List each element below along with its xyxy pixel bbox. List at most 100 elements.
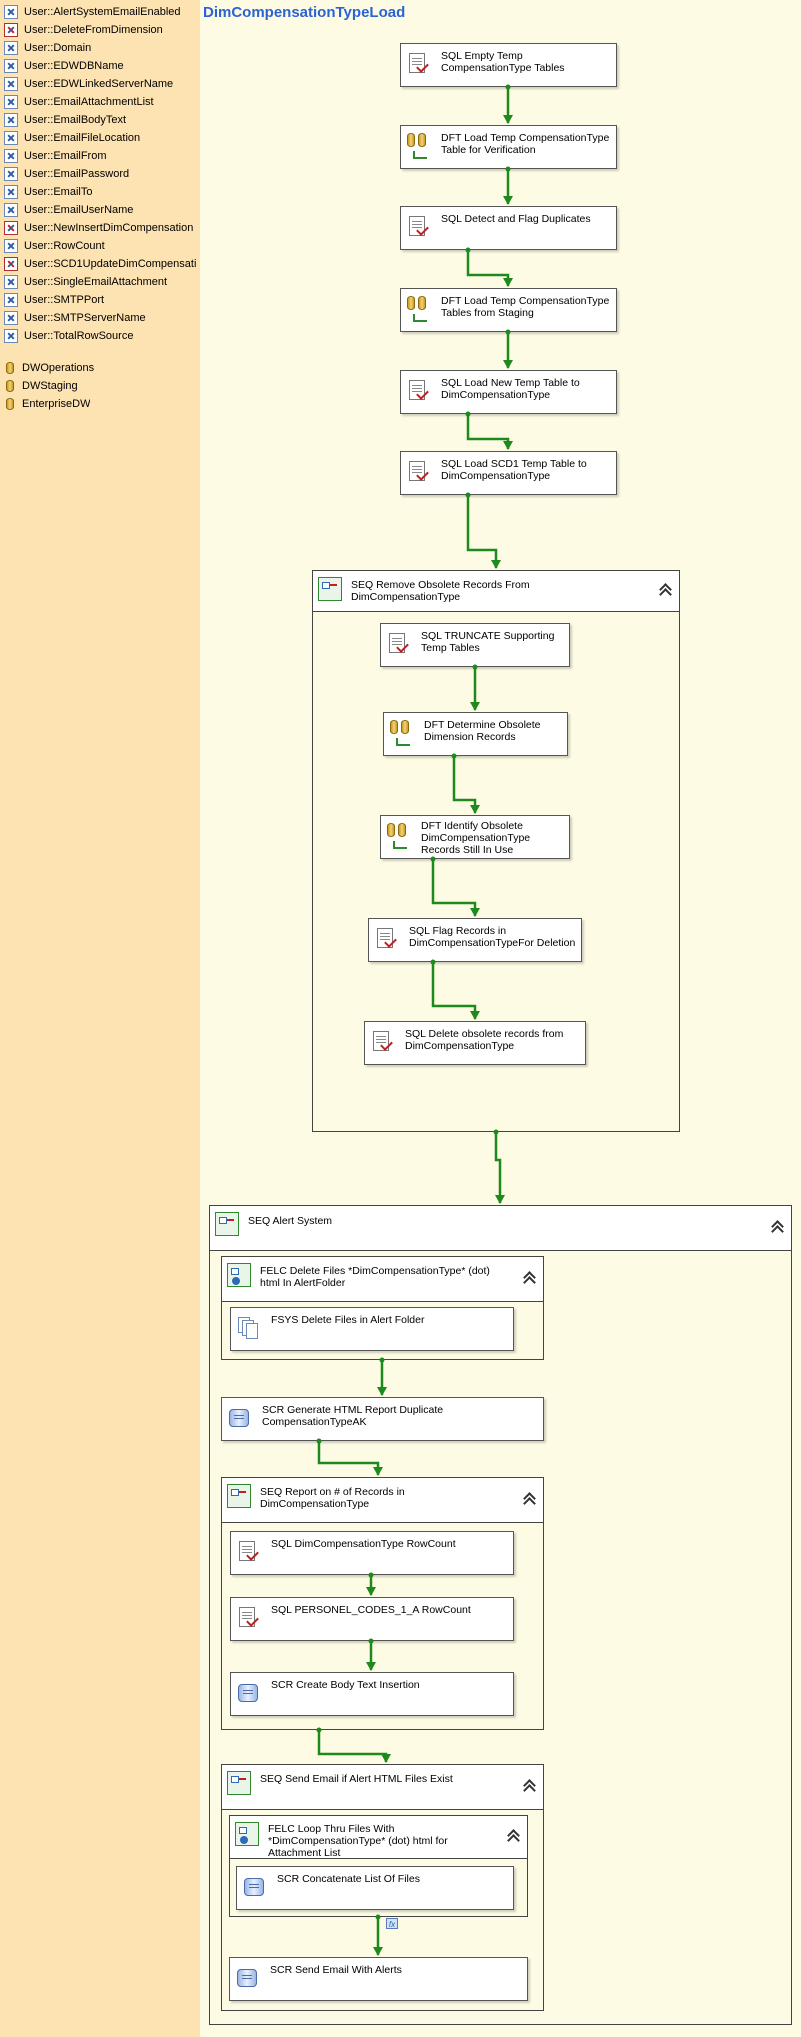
task-r1[interactable]: SQL TRUNCATE Supporting Temp Tables xyxy=(380,623,570,667)
variable-item[interactable]: User::RowCount xyxy=(4,237,105,255)
precedence-arrow[interactable] xyxy=(466,414,510,449)
sql-task-icon xyxy=(407,378,431,404)
variable-label: User::Domain xyxy=(24,42,92,54)
task-t6[interactable]: SQL Load SCD1 Temp Table to DimCompensat… xyxy=(400,451,617,495)
task-r5[interactable]: SQL Delete obsolete records from DimComp… xyxy=(364,1021,586,1065)
seq-remove-obsolete-label: SEQ Remove Obsolete Records From DimComp… xyxy=(351,579,530,603)
collapse-icon[interactable] xyxy=(521,1492,537,1508)
package-title: DimCompensationTypeLoad xyxy=(203,4,406,21)
precedence-arrow[interactable] xyxy=(466,495,498,568)
variable-label: User::EmailTo xyxy=(24,186,93,198)
script-icon xyxy=(236,1965,260,1991)
collapse-icon[interactable] xyxy=(657,583,673,599)
variable-label: User::NewInsertDimCompensation xyxy=(24,222,194,234)
task-r2[interactable]: DFT Determine Obsolete Dimension Records xyxy=(383,712,568,756)
connection-item[interactable]: DWOperations xyxy=(4,359,94,377)
variable-item[interactable]: User::EmailFileLocation xyxy=(4,129,140,147)
task-t1[interactable]: SQL Empty Temp CompensationType Tables xyxy=(400,43,617,87)
task-t2[interactable]: DFT Load Temp CompensationType Table for… xyxy=(400,125,617,169)
precedence-arrow[interactable] xyxy=(494,1132,502,1203)
arrowhead xyxy=(503,441,513,450)
variable-item[interactable]: User::SMTPServerName xyxy=(4,309,146,327)
sequence-icon xyxy=(227,1771,251,1795)
variable-icon xyxy=(4,149,18,163)
variable-icon xyxy=(4,275,18,289)
collapse-icon[interactable] xyxy=(769,1220,785,1236)
task-a6[interactable]: SCR Concatenate List Of Files xyxy=(236,1866,514,1910)
task-r3[interactable]: DFT Identify Obsolete DimCompensationTyp… xyxy=(380,815,570,859)
task-label: SQL TRUNCATE Supporting Temp Tables xyxy=(421,630,555,654)
task-label: SCR Create Body Text Insertion xyxy=(271,1679,420,1691)
variable-icon xyxy=(4,95,18,109)
collapse-icon[interactable] xyxy=(521,1779,537,1795)
variable-label: User::EmailUserName xyxy=(24,204,134,216)
variable-label: User::SMTPPort xyxy=(24,294,105,306)
variable-item[interactable]: User::EmailUserName xyxy=(4,201,133,219)
variable-item[interactable]: User::EmailTo xyxy=(4,183,92,201)
variable-item[interactable]: User::DeleteFromDimension xyxy=(4,21,163,39)
variable-item[interactable]: User::EmailFrom xyxy=(4,147,107,165)
task-t3[interactable]: SQL Detect and Flag Duplicates xyxy=(400,206,617,250)
variable-item[interactable]: User::SMTPPort xyxy=(4,291,104,309)
seq-alert-system-header[interactable]: SEQ Alert System xyxy=(210,1206,791,1251)
task-label: SQL PERSONEL_CODES_1_A RowCount xyxy=(271,1604,471,1616)
variable-icon xyxy=(4,293,18,307)
variable-label: User::EDWLinkedServerName xyxy=(24,78,174,90)
task-a1[interactable]: FSYS Delete Files in Alert Folder xyxy=(230,1307,514,1351)
seq-send-email-label: SEQ Send Email if Alert HTML Files Exist xyxy=(260,1773,453,1785)
variable-icon xyxy=(4,77,18,91)
script-icon xyxy=(237,1680,261,1706)
variable-item[interactable]: User::AlertSystemEmailEnabled xyxy=(4,3,181,21)
sequence-icon xyxy=(215,1212,239,1236)
variable-icon xyxy=(4,41,18,55)
arrowhead xyxy=(495,1195,505,1204)
variable-label: User::EmailFrom xyxy=(24,150,107,162)
variable-item[interactable]: User::Domain xyxy=(4,39,91,57)
variable-warning-icon xyxy=(4,221,18,235)
variable-item[interactable]: User::TotalRowSource xyxy=(4,327,133,345)
task-a5[interactable]: SCR Create Body Text Insertion xyxy=(230,1672,514,1716)
precedence-arrow[interactable] xyxy=(466,250,510,286)
variable-label: User::DeleteFromDimension xyxy=(24,24,163,36)
seq-alert-system-label: SEQ Alert System xyxy=(248,1215,333,1227)
felc-delete-files-header[interactable]: FELC Delete Files *DimCompensationType* … xyxy=(222,1257,543,1302)
data-flow-icon xyxy=(387,823,411,849)
collapse-icon[interactable] xyxy=(505,1829,521,1845)
variable-item[interactable]: User::SCD1UpdateDimCompensati xyxy=(4,255,196,273)
connection-item[interactable]: DWStaging xyxy=(4,377,78,395)
arrowhead xyxy=(491,560,501,569)
task-t4[interactable]: DFT Load Temp CompensationType Tables fr… xyxy=(400,288,617,332)
variable-icon xyxy=(4,5,18,19)
variable-item[interactable]: User::EmailPassword xyxy=(4,165,129,183)
variable-label: User::AlertSystemEmailEnabled xyxy=(24,6,181,18)
variable-icon xyxy=(4,113,18,127)
variable-item[interactable]: User::EDWDBName xyxy=(4,57,124,75)
variable-item[interactable]: User::NewInsertDimCompensation xyxy=(4,219,193,237)
felc-loop-files-header[interactable]: FELC Loop Thru Files With *DimCompensati… xyxy=(230,1816,527,1859)
file-system-icon xyxy=(237,1315,261,1341)
variable-label: User::EmailFileLocation xyxy=(24,132,141,144)
expression-badge: fx xyxy=(386,1918,398,1929)
variable-label: User::EmailAttachmentList xyxy=(24,96,154,108)
seq-send-email-header[interactable]: SEQ Send Email if Alert HTML Files Exist xyxy=(222,1765,543,1810)
sql-task-icon xyxy=(407,459,431,485)
task-a3[interactable]: SQL DimCompensationType RowCount xyxy=(230,1531,514,1575)
task-r4[interactable]: SQL Flag Records in DimCompensationTypeF… xyxy=(368,918,582,962)
task-label: SCR Concatenate List Of Files xyxy=(277,1873,420,1885)
task-label: SQL Detect and Flag Duplicates xyxy=(441,213,591,225)
task-a7[interactable]: SCR Send Email With Alerts xyxy=(229,1957,528,2001)
variable-item[interactable]: User::EDWLinkedServerName xyxy=(4,75,173,93)
script-icon xyxy=(243,1874,267,1900)
arrowhead xyxy=(503,360,513,369)
variable-item[interactable]: User::EmailBodyText xyxy=(4,111,126,129)
variable-item[interactable]: User::SingleEmailAttachment xyxy=(4,273,167,291)
collapse-icon[interactable] xyxy=(521,1271,537,1287)
task-t5[interactable]: SQL Load New Temp Table to DimCompensati… xyxy=(400,370,617,414)
connection-item[interactable]: EnterpriseDW xyxy=(4,395,90,413)
seq-remove-obsolete-header[interactable]: SEQ Remove Obsolete Records From DimComp… xyxy=(313,571,679,612)
seq-report-records-header[interactable]: SEQ Report on # of Records in DimCompens… xyxy=(222,1478,543,1523)
variable-item[interactable]: User::EmailAttachmentList xyxy=(4,93,154,111)
task-a2[interactable]: SCR Generate HTML Report Duplicate Compe… xyxy=(221,1397,544,1441)
task-a4[interactable]: SQL PERSONEL_CODES_1_A RowCount xyxy=(230,1597,514,1641)
variable-label: User::EDWDBName xyxy=(24,60,124,72)
